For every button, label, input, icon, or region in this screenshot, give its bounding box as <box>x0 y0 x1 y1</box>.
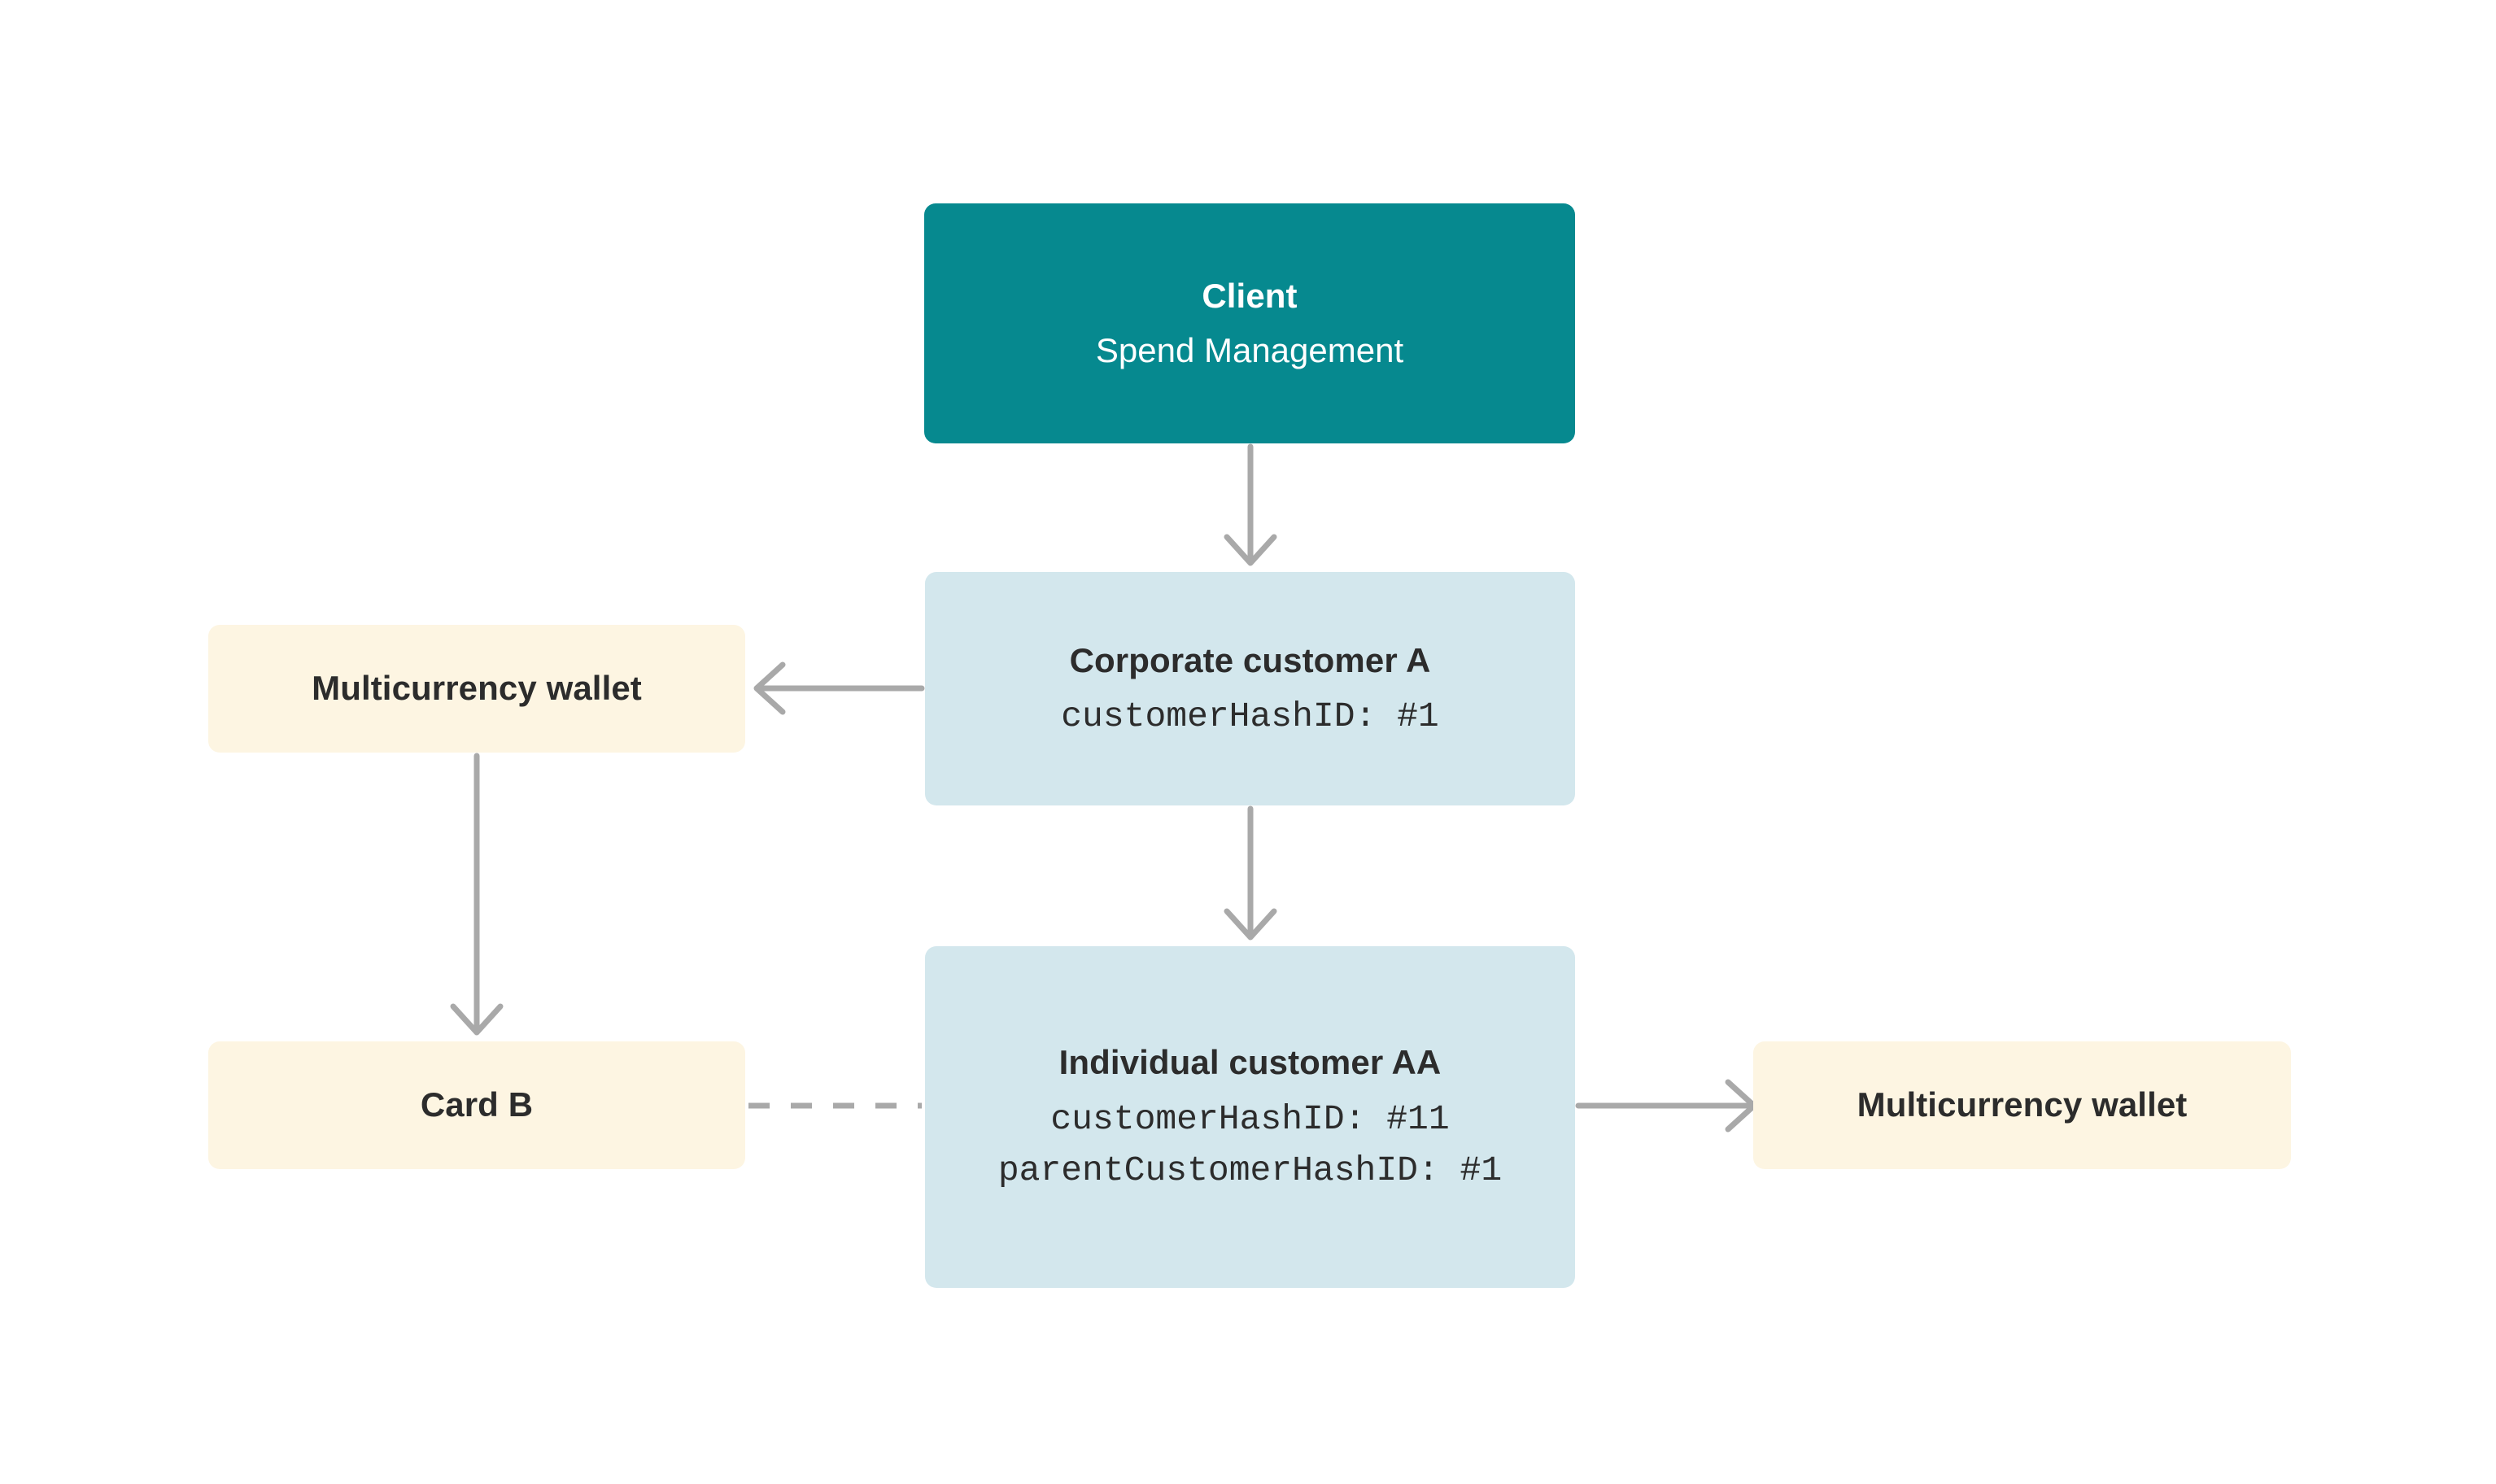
edge-corporate-to-wallet <box>753 661 925 715</box>
node-corporate-customer-title: Corporate customer A <box>1069 640 1431 679</box>
node-card-b[interactable]: Card B <box>208 1041 745 1169</box>
arrowhead-left-icon <box>753 661 786 715</box>
arrowhead-down-icon <box>1224 908 1277 941</box>
arrowhead-down-icon <box>1224 534 1277 566</box>
arrowhead-down-icon <box>450 1003 504 1036</box>
node-wallet-corporate[interactable]: Multicurrency wallet <box>208 625 745 753</box>
arrowhead-right-icon <box>1725 1079 1757 1133</box>
node-corporate-customer-hash-id: customerHashID: #1 <box>1061 696 1439 736</box>
node-wallet-individual[interactable]: Multicurrency wallet <box>1753 1041 2291 1169</box>
edge-individual-to-wallet <box>1575 1079 1757 1133</box>
node-individual-customer-hash-id: customerHashID: #11 <box>1050 1098 1450 1139</box>
node-wallet-corporate-title: Multicurrency wallet <box>312 669 642 708</box>
node-corporate-customer[interactable]: Corporate customer A customerHashID: #1 <box>925 572 1575 805</box>
node-client-subtitle: Spend Management <box>1095 330 1404 369</box>
node-individual-customer-parent-hash-id: parentCustomerHashID: #1 <box>997 1150 1503 1191</box>
node-card-b-title: Card B <box>420 1085 534 1124</box>
node-client[interactable]: Client Spend Management <box>924 203 1575 443</box>
node-client-title: Client <box>1202 277 1298 316</box>
node-individual-customer[interactable]: Individual customer AA customerHashID: #… <box>925 946 1575 1288</box>
edge-wallet-corporate-to-card-b <box>450 753 504 1036</box>
node-wallet-individual-title: Multicurrency wallet <box>1857 1085 2188 1124</box>
node-individual-customer-title: Individual customer AA <box>1058 1043 1442 1082</box>
edge-client-to-corporate <box>1224 443 1277 566</box>
edge-corporate-to-individual <box>1224 805 1277 941</box>
